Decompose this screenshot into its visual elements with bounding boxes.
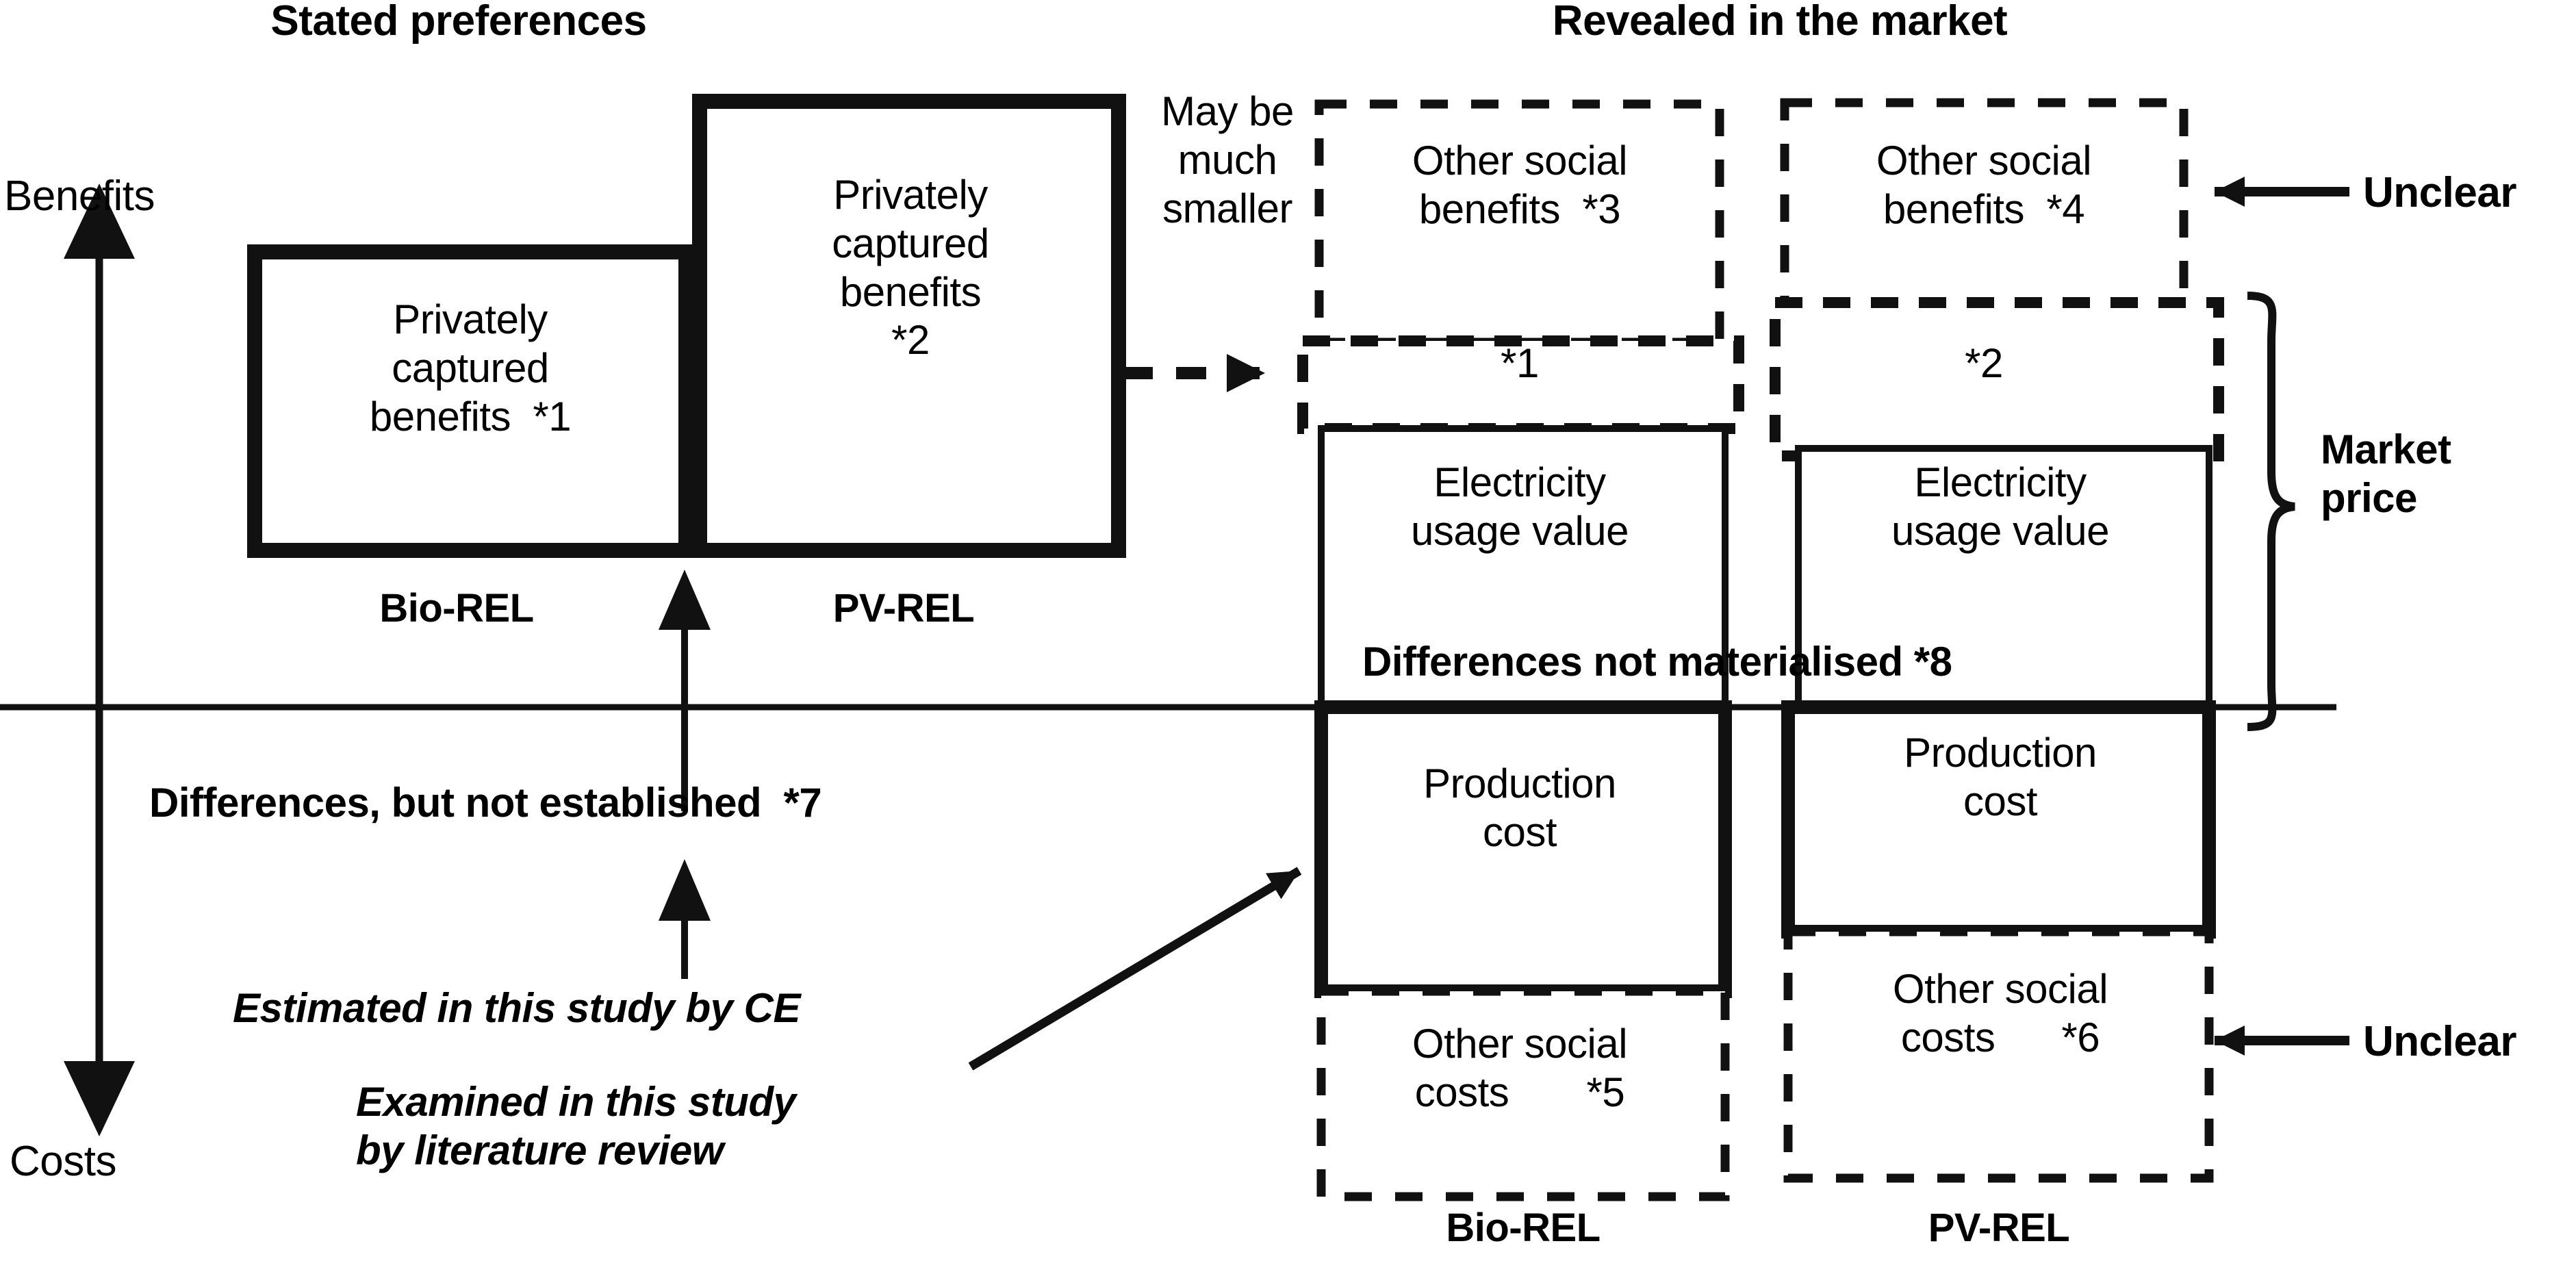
differences-not-materialised-label: Differences not materialised *8 [1362, 639, 1952, 685]
stated-bio-series-label: Bio-REL [379, 586, 534, 630]
stated-pv-box [692, 94, 1126, 558]
stated-bio-box [247, 244, 693, 558]
estimated-by-ce-label: Estimated in this study by CE [233, 985, 801, 1031]
market-pv-production-cost-label: Production cost [1904, 730, 2097, 824]
costs-arrowhead [64, 1061, 135, 1136]
market-pv-group [1770, 98, 2224, 1183]
market-price-label: Market price [2321, 426, 2451, 521]
stated-preferences-uparrow [659, 570, 711, 811]
unclear-bottom-label: Unclear [2363, 1018, 2516, 1065]
market-pv-electricity-usage-box [1795, 445, 2212, 709]
market-bio-other-social-benefits-label: Other social benefits *3 [1412, 138, 1628, 232]
market-bio-group [1297, 99, 1744, 1201]
examined-by-literature-arrow [968, 867, 1302, 1071]
market-pv-electricity-usage-label: Electricity usage value [1891, 459, 2110, 554]
market-bio-other-social-costs-box [1316, 986, 1730, 1201]
stated-pv-box-label: Privately captured benefits *2 [832, 172, 989, 364]
heading-stated-preferences: Stated preferences [270, 0, 647, 44]
market-pv-private-benefits-ref: *2 [1965, 340, 2003, 386]
market-bio-production-cost-label: Production cost [1423, 761, 1616, 855]
differences-not-established-label: Differences, but not established *7 [149, 780, 822, 826]
market-pv-other-social-benefits-label: Other social benefits *4 [1876, 138, 2092, 232]
market-price-brace [2247, 292, 2295, 731]
market-bio-electricity-usage-label: Electricity usage value [1410, 459, 1629, 554]
estimated-by-ce-uparrow [659, 859, 711, 979]
unclear-top-label: Unclear [2363, 169, 2516, 216]
market-bio-electricity-usage-box [1318, 425, 1729, 709]
may-be-much-smaller-note: May be much smaller [1161, 88, 1294, 231]
market-bio-series-label: Bio-REL [1446, 1206, 1601, 1250]
market-pv-series-label: PV-REL [1928, 1206, 2070, 1250]
market-pv-other-social-costs-box [1783, 927, 2214, 1183]
examined-by-literature-label: Examined in this study by literature rev… [356, 1079, 796, 1173]
axis-label-costs: Costs [10, 1138, 116, 1185]
stated-bio-box-label: Privately captured benefits *1 [369, 296, 572, 439]
market-pv-other-social-costs-label: Other social costs *6 [1892, 966, 2108, 1060]
benefits-arrowhead [64, 183, 135, 259]
heading-revealed-in-market: Revealed in the market [1552, 0, 2008, 44]
market-bio-other-social-benefits-box [1314, 99, 1724, 347]
stated-pv-series-label: PV-REL [832, 586, 975, 630]
axis-label-benefits: Benefits [4, 173, 155, 220]
market-bio-other-social-costs-label: Other social costs *5 [1412, 1021, 1628, 1115]
stated-preferences-bars [247, 94, 1126, 558]
market-bio-private-benefits-ref: *1 [1501, 340, 1539, 386]
